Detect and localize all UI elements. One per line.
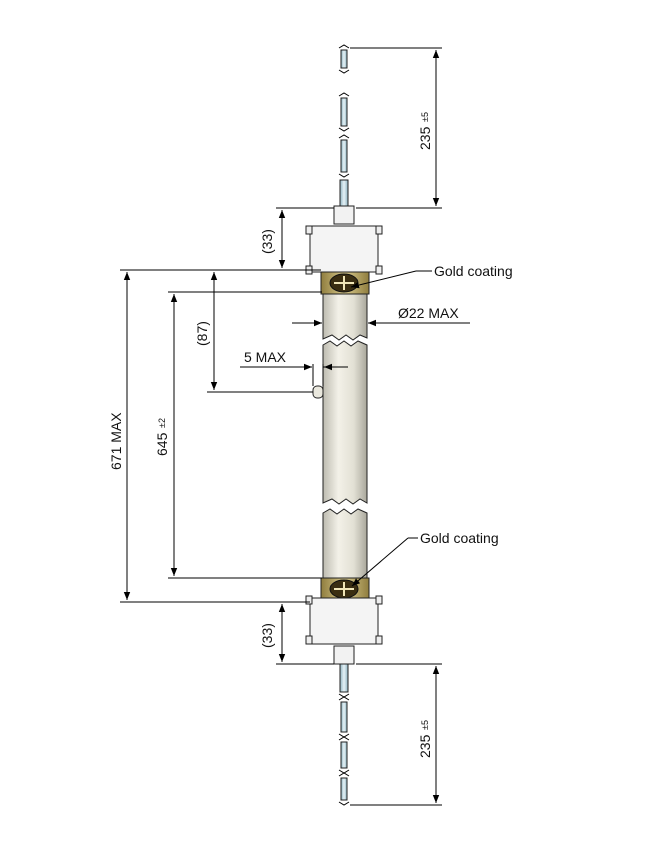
dim-overall (120, 269, 310, 603)
tube-middle (312, 340, 368, 505)
dim-bottom-cap (276, 601, 334, 665)
dim-top-lead-value: 235 (417, 126, 433, 150)
dim-side-tube-pos-value: (87) (194, 321, 210, 346)
gold-bottom-label: Gold coating (420, 530, 499, 546)
dim-side-tube-len-value: 5 MAX (244, 349, 287, 365)
dim-arc-tol: ±2 (157, 418, 167, 428)
tube-lower (322, 508, 368, 581)
gold-coating-bottom (320, 577, 370, 601)
dim-bottom-lead-tol: ±5 (420, 720, 430, 730)
dim-overall-value: 671 MAX (108, 412, 124, 470)
bottom-lead-wire (338, 663, 350, 806)
dim-top-lead-tol: ±5 (420, 112, 430, 122)
top-lead-wire (338, 44, 350, 207)
top-cap (305, 205, 383, 275)
dim-side-tube-len (240, 363, 348, 386)
dim-bottom-lead (350, 663, 442, 806)
gold-top-label: Gold coating (434, 263, 513, 279)
gold-coating-top (320, 271, 370, 295)
dim-arc (168, 291, 322, 579)
bottom-cap (305, 595, 383, 665)
gold-top-leader (350, 270, 432, 289)
dim-top-lead (350, 47, 442, 209)
dim-side-tube-pos (207, 269, 313, 393)
gold-bottom-leader (351, 537, 418, 587)
tube-upper (322, 293, 368, 341)
dim-bottom-cap-value: (33) (259, 623, 275, 648)
dim-top-cap-value: (33) (259, 229, 275, 254)
dim-arc-value: 645 (154, 432, 170, 456)
dim-bottom-lead-value: 235 (417, 734, 433, 758)
dim-diameter-value: Ø22 MAX (398, 305, 459, 321)
